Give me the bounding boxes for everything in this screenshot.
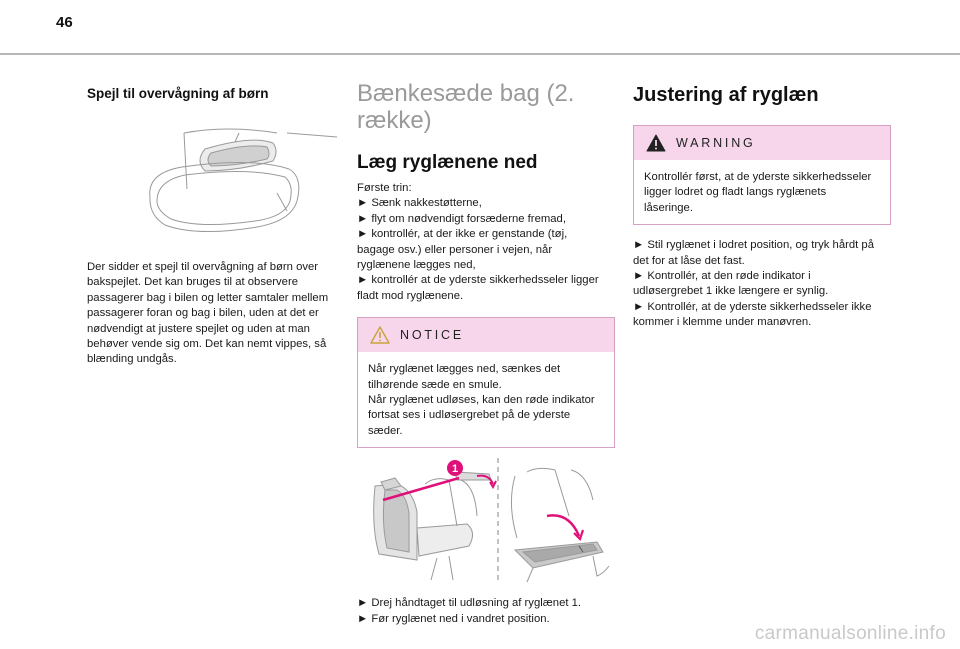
step-line: ► Drej håndtaget til udløsning af ryglæn… <box>357 597 582 610</box>
figure-marker-number: 1 <box>452 463 458 475</box>
warning-line: Kontrollér først, at de yderste sikkerhe… <box>644 171 872 183</box>
warning-title: WARNING <box>676 136 756 150</box>
notice-line: tilhørende sæde en smule. <box>368 378 502 391</box>
section-title-line: Bænkesæde bag (2. <box>357 80 575 107</box>
fold-heading: Læg ryglænene ned <box>357 152 538 173</box>
page-number: 46 <box>56 14 73 31</box>
figure-marker-badge <box>447 460 463 477</box>
intro-line: ryglænene lægges ned, <box>357 259 476 272</box>
backrest-step-line: ► Kontrollér, at den røde indikator i <box>633 270 811 283</box>
mirror-text-line: passagerer foran og bag i bilen, uden at… <box>87 307 319 320</box>
column-mirror: Spejl til overvågning af børn Der sidder… <box>87 86 342 368</box>
backrest-step-line: kommer i klemme under manøvren. <box>633 316 812 329</box>
notice-line: sæder. <box>368 424 403 437</box>
mirror-heading: Spejl til overvågning af børn <box>87 86 269 101</box>
seat-folding-illustration: 1 <box>373 458 610 585</box>
backrest-step-line: udløsergrebet 1 ikke længere er synlig. <box>633 285 829 298</box>
intro-line: bagage osv.) eller personer i vejen, når <box>357 243 553 256</box>
warning-box: WARNING Kontrollér først, at de yderste … <box>633 125 891 226</box>
backrest-step-line: ► Stil ryglænet i lodret position, og tr… <box>633 239 874 252</box>
warning-line: ligger lodret og fladt langs ryglænets <box>644 186 827 199</box>
column-backrest: Justering af ryglæn WARNING Kontrollér f… <box>633 84 891 331</box>
notice-title: NOTICE <box>400 328 465 343</box>
section-title: Bænkesæde bag (2. række) <box>357 80 615 134</box>
warning-triangle-icon <box>370 326 390 344</box>
column-rear-bench: Bænkesæde bag (2. række) Læg ryglænene n… <box>357 80 615 627</box>
notice-line: Når ryglænet lægges ned, sænkes det <box>368 363 561 376</box>
intro-line: ► flyt om nødvendigt forsæderne fremad, <box>357 212 566 225</box>
top-divider <box>0 53 960 55</box>
step-line: ► Før ryglænet ned i vandret position. <box>357 612 550 625</box>
mirror-text-line: Der sidder et spejl til overvågning af b… <box>87 261 319 273</box>
warning-triangle-icon <box>646 134 666 152</box>
intro-line: ► Sænk nakkestøtterne, <box>357 197 482 210</box>
mirror-text-line: nødvendigt at justere spejlet og uden at… <box>87 322 310 335</box>
mirror-text-line: bakspejlet. Det kan bruges til at observ… <box>87 276 298 289</box>
watermark: carmanualsonline.info <box>754 623 946 644</box>
backrest-heading: Justering af ryglæn <box>633 84 819 106</box>
section-title-line: række) <box>357 107 432 134</box>
notice-line: Når ryglænet udløses, kan den røde indik… <box>368 394 595 407</box>
intro-line: fladt mod ryglænene. <box>357 289 464 302</box>
warning-header: WARNING <box>634 126 890 160</box>
intro-line: Første trin: <box>357 182 412 194</box>
notice-header: NOTICE <box>358 318 614 353</box>
mirror-text-line: passagerer bag i bilen og letter samtale… <box>87 291 329 304</box>
intro-line: ► kontrollér, at der ikke er genstande (… <box>357 228 568 241</box>
notice-box: NOTICE Når ryglænet lægges ned, sænkes d… <box>357 317 615 449</box>
mirror-illustration <box>149 128 338 232</box>
notice-line: fortsat ses i udløsergrebet på de yderst… <box>368 409 571 422</box>
backrest-step-line: det for at låse det fast. <box>633 254 745 267</box>
mirror-text-line: blænding undgås. <box>87 353 177 366</box>
mirror-text-line: behøver vende sig om. Det kan nemt vippe… <box>87 338 327 351</box>
intro-line: ► kontrollér at de yderste sikkerhedssel… <box>357 274 599 287</box>
backrest-step-line: ► Kontrollér, at de yderste sikkerhedsse… <box>633 300 872 313</box>
warning-line: låseringe. <box>644 201 693 214</box>
